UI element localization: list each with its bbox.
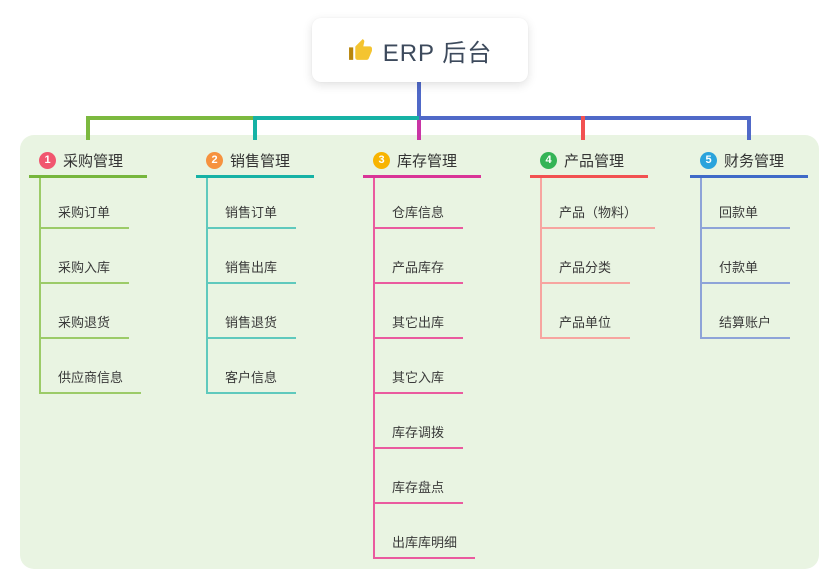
branch-number-badge: 1 bbox=[39, 151, 56, 169]
child-item[interactable]: 采购入库 bbox=[41, 229, 129, 284]
branch-label: 销售管理 bbox=[230, 152, 291, 170]
branch-children: 回款单付款单结算账户 bbox=[700, 178, 790, 339]
child-item[interactable]: 付款单 bbox=[702, 229, 790, 284]
child-item[interactable]: 产品分类 bbox=[542, 229, 630, 284]
connector-rail-green bbox=[88, 116, 255, 120]
root-node[interactable]: ERP 后台 bbox=[312, 18, 528, 82]
branch-title-node[interactable]: 4 产品管理 bbox=[530, 150, 648, 178]
branch: 4 产品管理 产品（物料）产品分类产品单位 bbox=[530, 150, 656, 339]
branch-label: 库存管理 bbox=[397, 152, 458, 170]
connector-rail-teal bbox=[255, 116, 421, 120]
branch: 2 销售管理 销售订单销售出库销售退货客户信息 bbox=[196, 150, 314, 394]
child-item[interactable]: 销售退货 bbox=[208, 284, 296, 339]
child-item[interactable]: 仓库信息 bbox=[375, 178, 463, 229]
child-item[interactable]: 库存盘点 bbox=[375, 449, 463, 504]
child-item[interactable]: 采购订单 bbox=[41, 178, 129, 229]
branch-children: 销售订单销售出库销售退货客户信息 bbox=[206, 178, 296, 394]
branch-title-node[interactable]: 1 采购管理 bbox=[29, 150, 147, 178]
connector-root-stem bbox=[417, 82, 421, 120]
child-item[interactable]: 出库库明细 bbox=[375, 504, 476, 559]
branch-children: 仓库信息产品库存其它出库其它入库库存调拨库存盘点出库库明细 bbox=[373, 178, 476, 559]
child-item[interactable]: 回款单 bbox=[702, 178, 790, 229]
branch-title-node[interactable]: 5 财务管理 bbox=[690, 150, 808, 178]
child-item[interactable]: 产品库存 bbox=[375, 229, 463, 284]
connector-drop-purchase bbox=[86, 116, 90, 140]
child-item[interactable]: 供应商信息 bbox=[41, 339, 142, 394]
branch-label: 财务管理 bbox=[724, 152, 785, 170]
branch-label: 产品管理 bbox=[564, 152, 625, 170]
connector-drop-finance bbox=[747, 116, 751, 140]
branch: 5 财务管理 回款单付款单结算账户 bbox=[690, 150, 808, 339]
connector-drop-product bbox=[581, 116, 585, 140]
child-item[interactable]: 产品（物料） bbox=[542, 178, 656, 229]
branch: 3 库存管理 仓库信息产品库存其它出库其它入库库存调拨库存盘点出库库明细 bbox=[363, 150, 481, 559]
child-item[interactable]: 库存调拨 bbox=[375, 394, 463, 449]
branches-panel bbox=[20, 135, 819, 569]
child-item[interactable]: 销售出库 bbox=[208, 229, 296, 284]
branch-title-node[interactable]: 2 销售管理 bbox=[196, 150, 314, 178]
branch-label: 采购管理 bbox=[63, 152, 124, 170]
connector-drop-inventory bbox=[417, 120, 421, 140]
root-title: ERP 后台 bbox=[382, 39, 493, 67]
connector-rail-blue bbox=[419, 116, 751, 120]
branch-number-badge: 3 bbox=[373, 151, 390, 169]
thumbs-up-icon bbox=[348, 38, 372, 60]
child-item[interactable]: 采购退货 bbox=[41, 284, 129, 339]
child-item[interactable]: 结算账户 bbox=[702, 284, 790, 339]
child-item[interactable]: 其它入库 bbox=[375, 339, 463, 394]
child-item[interactable]: 销售订单 bbox=[208, 178, 296, 229]
child-item[interactable]: 产品单位 bbox=[542, 284, 630, 339]
branch-children: 采购订单采购入库采购退货供应商信息 bbox=[39, 178, 142, 394]
child-item[interactable]: 其它出库 bbox=[375, 284, 463, 339]
branch-title-node[interactable]: 3 库存管理 bbox=[363, 150, 481, 178]
branch-number-badge: 2 bbox=[206, 151, 223, 169]
branch-children: 产品（物料）产品分类产品单位 bbox=[540, 178, 656, 339]
branch: 1 采购管理 采购订单采购入库采购退货供应商信息 bbox=[29, 150, 147, 394]
branch-number-badge: 5 bbox=[700, 151, 717, 169]
child-item[interactable]: 客户信息 bbox=[208, 339, 296, 394]
connector-drop-sales bbox=[253, 116, 257, 140]
branch-number-badge: 4 bbox=[540, 151, 557, 169]
